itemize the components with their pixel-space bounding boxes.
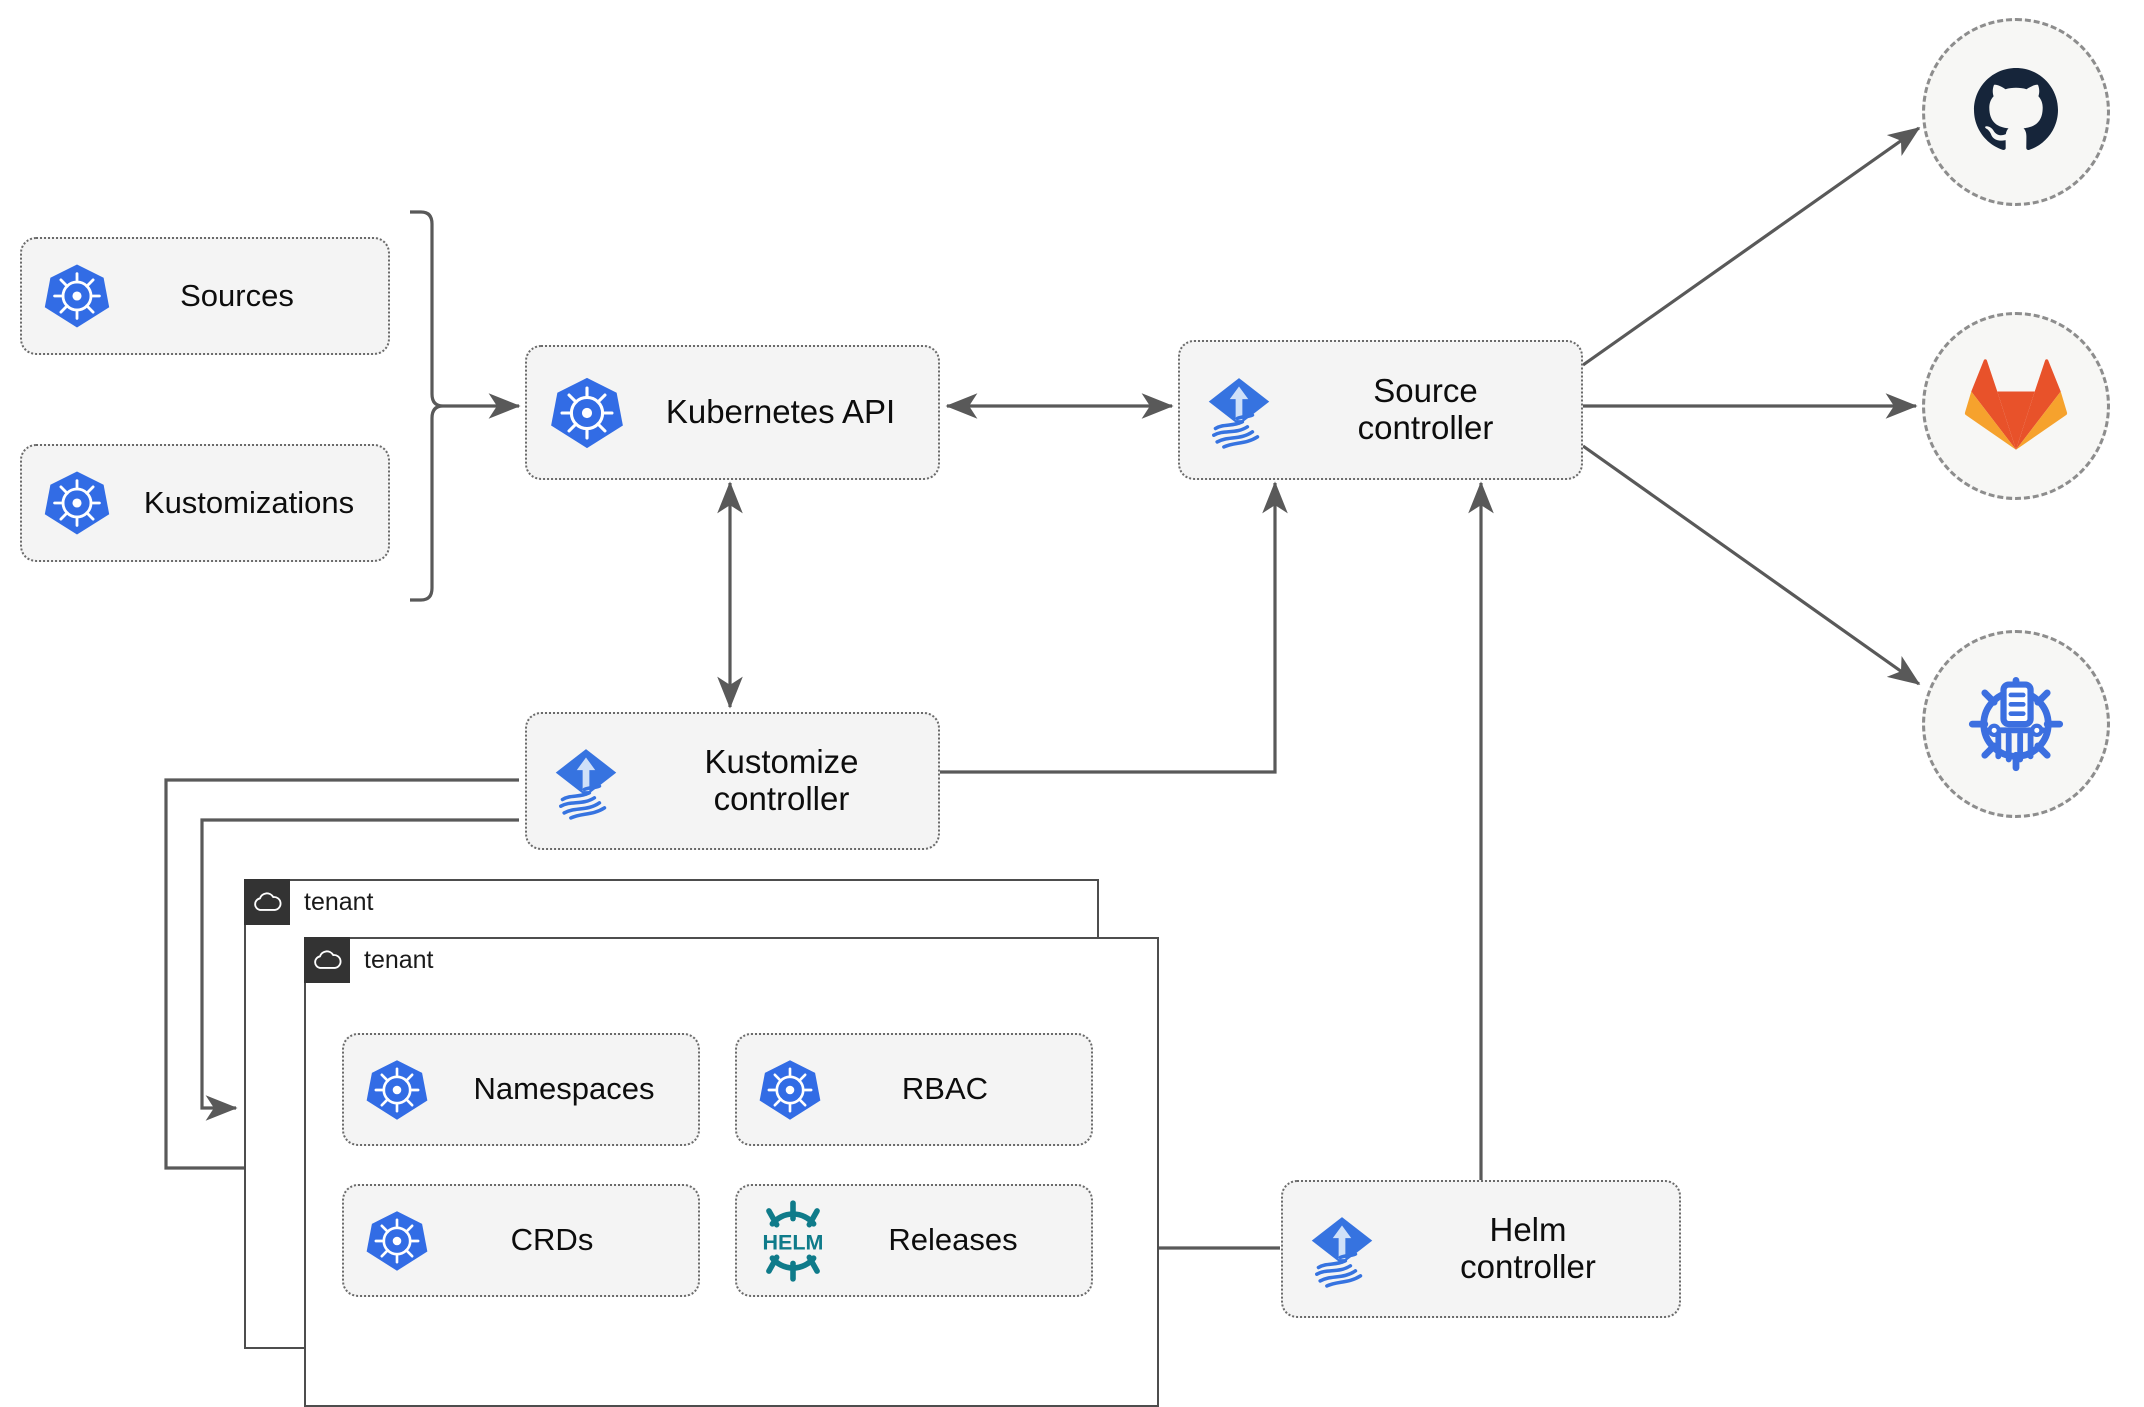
node-kustomize-controller[interactable]: Kustomize controller [525,712,940,850]
tenant-container-2[interactable]: tenant [304,937,1159,1407]
endpoint-helm-repository[interactable] [1922,630,2110,818]
endpoint-github[interactable] [1922,18,2110,206]
edge-kustomize-controller-source-controller [940,481,1288,774]
edge-source-controller-helm-repository [1582,444,1921,686]
svg-text:HELM: HELM [763,1230,824,1254]
github-icon [1966,60,2066,165]
node-rbac[interactable]: RBAC [735,1033,1093,1146]
node-helm-controller-label: Helm controller [1460,1211,1596,1285]
kubernetes-icon [737,1057,843,1123]
node-source-controller-label: Source controller [1357,372,1494,446]
gitlab-icon [1964,354,2068,459]
helm-icon: HELM [737,1198,849,1284]
edge-source-controller-github [1582,126,1921,367]
node-kubernetes-api[interactable]: Kubernetes API [525,345,940,480]
node-kustomize-controller-label: Kustomize controller [704,743,859,817]
tenant-2-label: tenant [364,945,434,974]
node-kustomizations-label: Kustomizations [143,484,355,520]
node-source-controller[interactable]: Source controller [1178,340,1583,480]
endpoint-gitlab[interactable] [1922,312,2110,500]
flux-icon [1180,368,1298,452]
cloud-icon [304,937,350,983]
node-namespaces-label: Namespaces [473,1071,655,1107]
helm-repository-icon [1964,670,2068,779]
kubernetes-icon [22,261,132,331]
tenant-1-label: tenant [304,887,374,916]
tenant-2-header: tenant [304,937,434,983]
node-crds-label: CRDs [510,1222,594,1258]
node-sources-label: Sources [180,277,294,313]
kubernetes-icon [527,374,647,452]
cloud-icon [244,879,290,925]
tenant-1-header: tenant [244,879,374,925]
edge-bracket-to-kubernetes-api [410,210,521,602]
node-kubernetes-api-label: Kubernetes API [665,393,896,431]
node-rbac-label: RBAC [901,1071,989,1107]
node-helm-controller[interactable]: Helm controller [1281,1180,1681,1318]
flux-icon [1283,1207,1401,1291]
kubernetes-icon [344,1057,450,1123]
node-releases-label: Releases [888,1222,1018,1258]
node-namespaces[interactable]: Namespaces [342,1033,700,1146]
node-kustomizations[interactable]: Kustomizations [20,444,390,562]
node-crds[interactable]: CRDs [342,1184,700,1297]
flux-icon [527,739,645,823]
node-releases[interactable]: HELM Releases [735,1184,1093,1297]
node-sources[interactable]: Sources [20,237,390,355]
kubernetes-icon [344,1208,450,1274]
kubernetes-icon [22,468,132,538]
